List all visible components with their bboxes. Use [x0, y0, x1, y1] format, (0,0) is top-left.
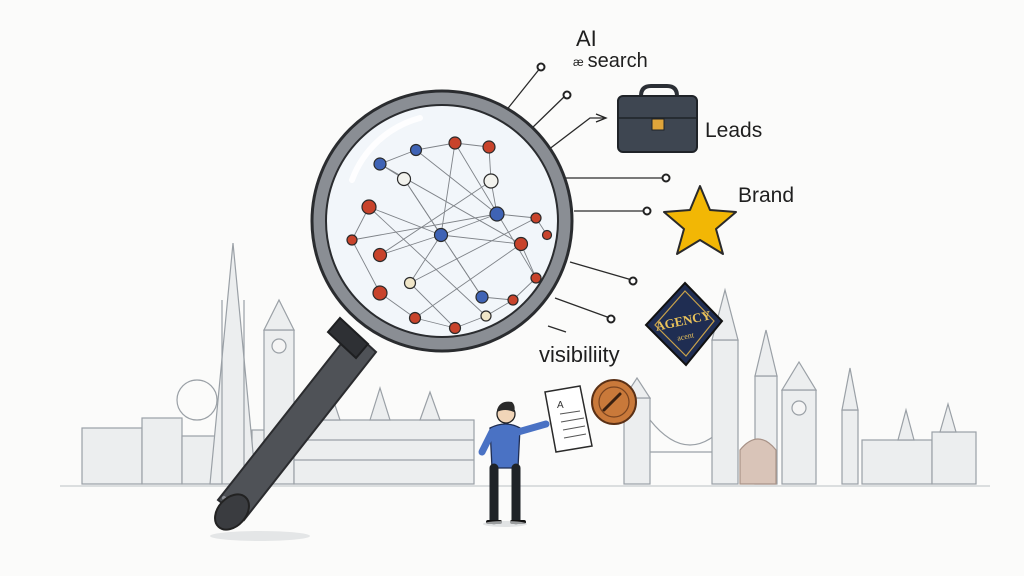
- label-brand: Brand: [738, 184, 795, 207]
- coin-icon: [591, 379, 637, 425]
- person-figure: [478, 401, 550, 525]
- star-icon: [663, 185, 737, 255]
- document-letter: A: [557, 400, 564, 411]
- briefcase-icon: [617, 84, 698, 153]
- search-glyph-icon: æ: [573, 54, 584, 69]
- label-ai: AI: [576, 26, 597, 51]
- label-search-text: search: [587, 50, 648, 72]
- label-visibility: visibiliity: [539, 342, 620, 367]
- network-graph-icon: [346, 136, 553, 335]
- document-icon: A: [544, 385, 593, 453]
- connector-lines: [504, 66, 666, 333]
- agency-badge-line2: acent: [676, 330, 695, 342]
- label-leads: Leads: [705, 119, 763, 142]
- connector-endpoints: [536, 62, 671, 324]
- arrowhead-icon: [595, 113, 608, 123]
- agency-badge-icon: AGENCY acent: [644, 281, 724, 367]
